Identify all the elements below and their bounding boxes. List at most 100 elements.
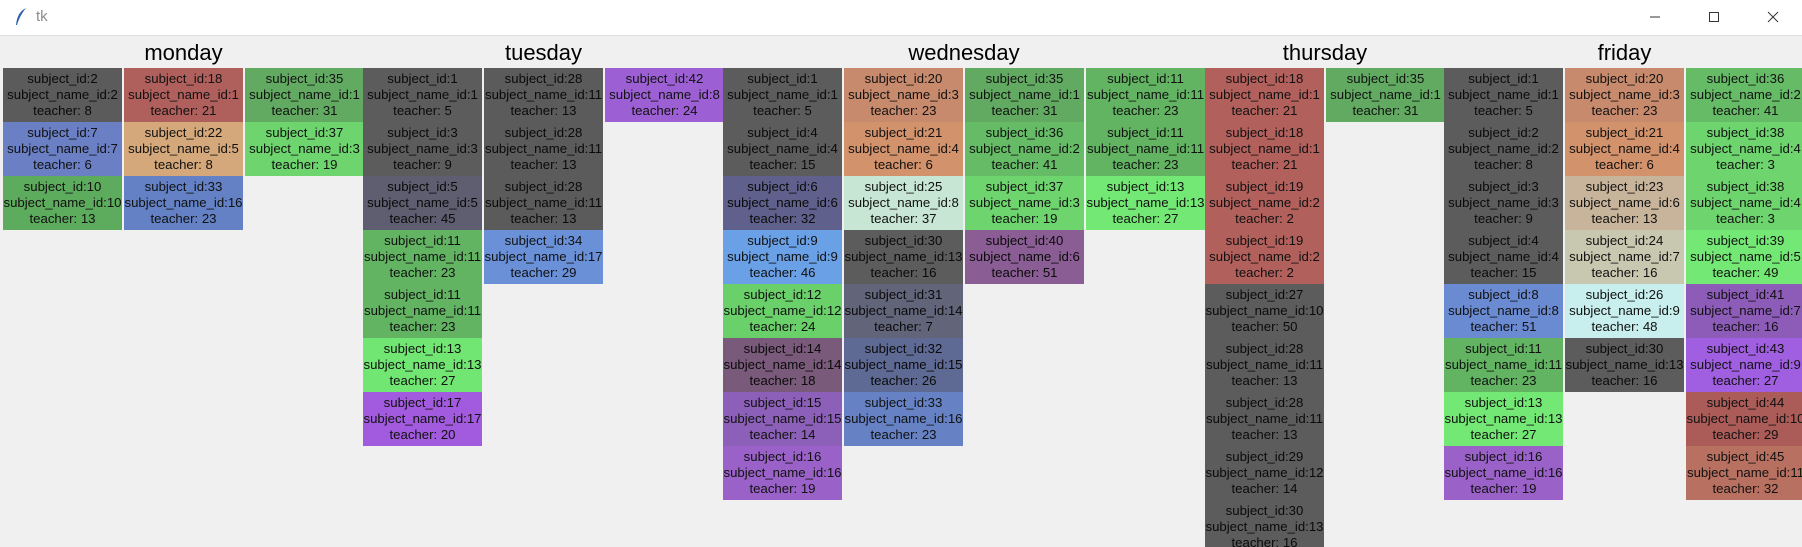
teacher-label: teacher: 23 (1112, 103, 1179, 118)
teacher-label: teacher: 23 (1112, 157, 1179, 172)
subject-name-label: subject_name_id:3 (367, 141, 478, 156)
subject-name-label: subject_name_id:16 (723, 465, 842, 480)
subject-id-label: subject_id:38 (1706, 179, 1785, 194)
teacher-label: teacher: 3 (1716, 211, 1775, 226)
subject-id-label: subject_id:25 (864, 179, 943, 194)
subject-id-label: subject_id:1 (747, 71, 818, 86)
subject-name-label: subject_name_id:16 (844, 411, 963, 426)
subject-id-label: subject_id:19 (1225, 233, 1304, 248)
subject-name-label: subject_name_id:2 (1448, 141, 1559, 156)
subject-name-label: subject_name_id:12 (1205, 465, 1324, 480)
subject-name-label: subject_name_id:16 (124, 195, 243, 210)
subject-name-label: subject_name_id:3 (969, 195, 1080, 210)
subject-id-label: subject_id:11 (1465, 341, 1542, 356)
subject-id-label: subject_id:42 (625, 71, 704, 86)
teacher-label: teacher: 6 (874, 157, 933, 172)
subject-name-label: subject_name_id:6 (727, 195, 838, 210)
subject-name-label: subject_name_id:4 (1448, 249, 1559, 264)
teacher-label: teacher: 24 (631, 103, 698, 118)
subject-id-label: subject_id:3 (1468, 179, 1539, 194)
teacher-label: teacher: 13 (510, 103, 577, 118)
maximize-icon (1709, 12, 1719, 22)
teacher-label: teacher: 32 (749, 211, 816, 226)
teacher-label: teacher: 13 (1231, 373, 1298, 388)
teacher-label: teacher: 24 (749, 319, 816, 334)
subject-name-label: subject_name_id:11 (363, 303, 482, 318)
minimize-icon (1650, 16, 1660, 18)
subject-id-label: subject_id:35 (265, 71, 344, 86)
subject-name-label: subject_name_id:6 (1569, 195, 1680, 210)
subject-name-label: subject_name_id:5 (128, 141, 239, 156)
subject-name-label: subject_name_id:3 (1448, 195, 1559, 210)
teacher-label: teacher: 3 (1716, 157, 1775, 172)
teacher-label: teacher: 9 (1474, 211, 1533, 226)
teacher-label: teacher: 31 (1352, 103, 1419, 118)
subject-name-label: subject_name_id:14 (844, 303, 963, 318)
teacher-label: teacher: 5 (393, 103, 452, 118)
minimize-button[interactable] (1626, 0, 1684, 34)
subject-id-label: subject_id:6 (747, 179, 818, 194)
subject-id-label: subject_id:4 (1468, 233, 1539, 248)
subject-name-label: subject_name_id:2 (1209, 249, 1320, 264)
subject-id-label: subject_id:8 (1468, 287, 1539, 302)
teacher-label: teacher: 14 (1231, 481, 1298, 496)
subject-name-label: subject_name_id:6 (969, 249, 1080, 264)
subject-id-label: subject_id:31 (864, 287, 943, 302)
maximize-button[interactable] (1685, 0, 1743, 34)
subject-id-label: subject_id:4 (747, 125, 818, 140)
teacher-label: teacher: 29 (510, 265, 577, 280)
subject-name-label: subject_name_id:12 (723, 303, 842, 318)
close-button[interactable] (1744, 0, 1802, 34)
subject-name-label: subject_name_id:1 (249, 87, 360, 102)
teacher-label: teacher: 21 (1231, 157, 1298, 172)
subject-id-label: subject_id:16 (1464, 449, 1543, 464)
teacher-label: teacher: 13 (29, 211, 96, 226)
subject-id-label: subject_id:11 (384, 233, 461, 248)
subject-name-label: subject_name_id:11 (484, 195, 603, 210)
teacher-label: teacher: 19 (1470, 481, 1537, 496)
teacher-label: teacher: 20 (389, 427, 456, 442)
subject-name-label: subject_name_id:2 (1690, 87, 1801, 102)
subject-id-label: subject_id:18 (144, 71, 223, 86)
subject-id-label: subject_id:38 (1706, 125, 1785, 140)
subject-id-label: subject_id:39 (1706, 233, 1785, 248)
teacher-label: teacher: 6 (1595, 157, 1654, 172)
subject-name-label: subject_name_id:17 (363, 411, 482, 426)
subject-id-label: subject_id:36 (985, 125, 1064, 140)
subject-name-label: subject_name_id:7 (7, 141, 118, 156)
teacher-label: teacher: 9 (393, 157, 452, 172)
teacher-label: teacher: 19 (749, 481, 816, 496)
subject-name-label: subject_name_id:10 (3, 195, 122, 210)
subject-name-label: subject_name_id:8 (1448, 303, 1559, 318)
subject-id-label: subject_id:34 (504, 233, 583, 248)
subject-id-label: subject_id:27 (1225, 287, 1304, 302)
subject-name-label: subject_name_id:11 (363, 249, 482, 264)
subject-name-label: subject_name_id:5 (1690, 249, 1801, 264)
